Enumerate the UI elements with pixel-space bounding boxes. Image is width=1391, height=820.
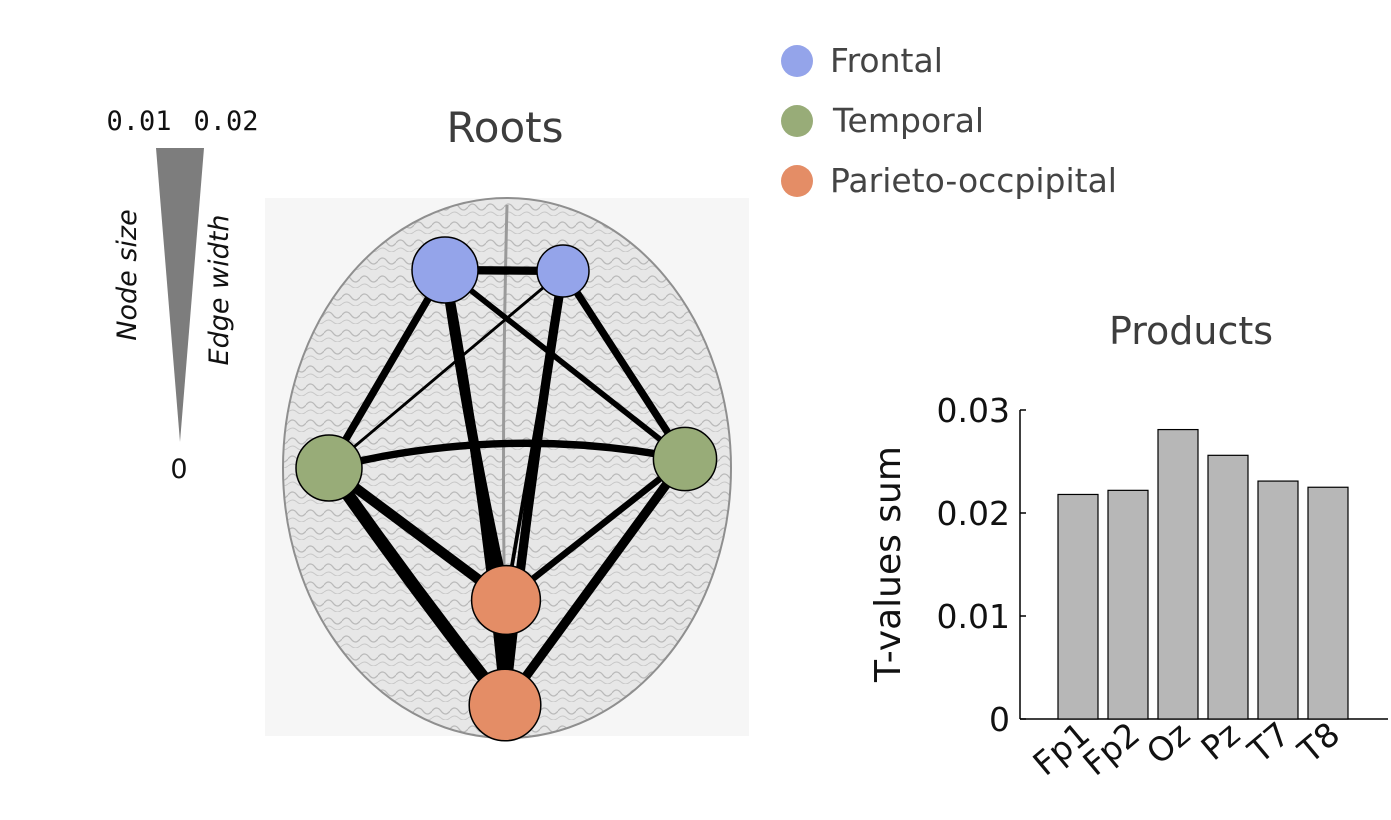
edge-t7-t8 xyxy=(328,439,686,472)
y-tick-label: 0 xyxy=(989,700,1010,739)
node-fp1 xyxy=(411,236,479,304)
x-tick-label: T8 xyxy=(1290,714,1347,771)
node-pz xyxy=(470,564,542,636)
bar-fp2 xyxy=(1107,489,1149,720)
node-t7 xyxy=(295,434,363,502)
size-legend-zero: 0 xyxy=(170,454,187,485)
network-nodes xyxy=(295,236,718,742)
edge-width-label: Edge width xyxy=(204,215,235,366)
x-tick-label: T7 xyxy=(1240,714,1297,771)
y-axis-label: T-values sum xyxy=(868,446,909,683)
node-size-label: Node size xyxy=(112,209,143,340)
bar-oz xyxy=(1157,428,1199,720)
edge-t7-oz xyxy=(323,464,511,709)
x-tick-label: Oz xyxy=(1139,714,1197,772)
network-title: Roots xyxy=(446,103,563,152)
region-legend: Frontal Temporal Parieto-occpipital xyxy=(781,41,1117,200)
parieto-occipital-legend-label: Parieto-occpipital xyxy=(830,161,1117,200)
y-tick-label: 0.03 xyxy=(937,391,1010,430)
temporal-legend-label: Temporal xyxy=(832,101,984,140)
edge-t8-oz xyxy=(501,456,689,708)
temporal-legend-dot xyxy=(781,105,813,137)
size-legend-top-right: 0.02 xyxy=(193,106,258,137)
bar-t7 xyxy=(1257,480,1299,720)
y-tick-label: 0.01 xyxy=(937,597,1010,636)
bar-t8 xyxy=(1307,486,1349,720)
frontal-legend-dot xyxy=(781,45,813,77)
size-wedge xyxy=(156,148,204,442)
chart-title: Products xyxy=(1109,309,1273,353)
bar-pz xyxy=(1207,454,1249,720)
size-legend-top-left: 0.01 xyxy=(106,106,171,137)
size-legend: 0.01 0.02 0 Node size Edge width xyxy=(106,106,258,485)
node-fp2 xyxy=(536,244,590,298)
edge-fp1-t8 xyxy=(443,267,687,462)
bar-fp1 xyxy=(1057,493,1099,720)
parieto-occipital-legend-dot xyxy=(781,165,813,197)
x-tick-label: Fp2 xyxy=(1075,714,1147,783)
frontal-legend-label: Frontal xyxy=(830,41,943,80)
x-tick-label: Pz xyxy=(1194,714,1248,768)
node-oz xyxy=(468,668,542,742)
y-tick-label: 0.02 xyxy=(937,494,1010,533)
edge-fp2-t7 xyxy=(328,269,564,470)
node-t8 xyxy=(652,426,718,492)
